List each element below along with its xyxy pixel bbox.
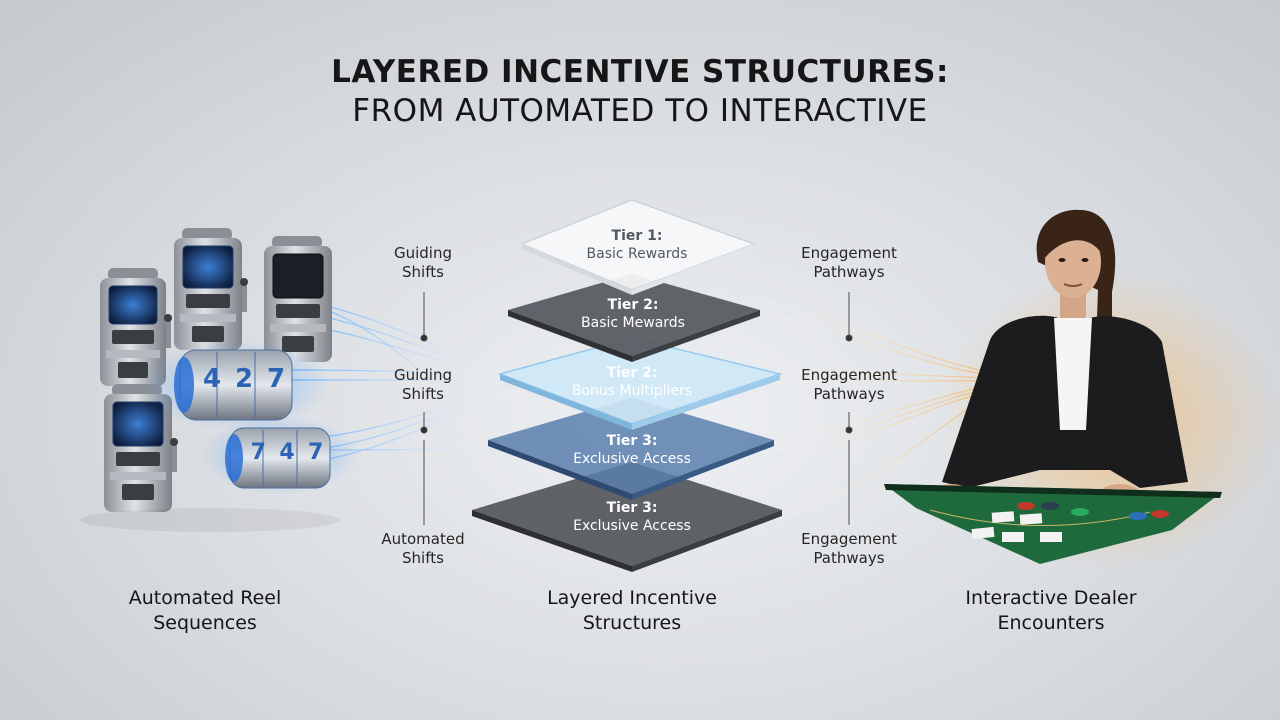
reel-digit: 7 [250,440,266,465]
reel-cylinder-lower [225,427,331,489]
section-label-right: Interactive Dealer Encounters [921,586,1181,636]
card-table [884,484,1222,564]
tier-description: Exclusive Access [573,451,691,467]
section-label-line: Sequences [153,612,257,634]
tier-label-4: Tier 3: Exclusive Access [532,432,732,468]
tier-heading: Tier 3: [606,433,658,449]
tier-layer-2 [508,274,760,362]
reel-digit: 4 [279,440,295,465]
reel-lower-digits: 7 4 7 [244,440,330,476]
tier-layer-1 [520,199,756,295]
flow-label-line: Shifts [402,549,444,567]
page-subtitle: FROM AUTOMATED TO INTERACTIVE [352,93,928,129]
flow-label-line: Shifts [402,385,444,403]
flow-label-left-2: Guiding Shifts [353,366,493,404]
tier-description: Bonus Multipliers [571,383,693,399]
section-label-line: Encounters [997,612,1105,634]
section-label-line: Automated Reel [128,587,282,609]
tier-layer-5 [472,462,782,572]
flow-label-line: Pathways [813,263,885,281]
flow-label-line: Engagement [801,244,897,262]
flow-label-left-1: Guiding Shifts [353,244,493,282]
reel-upper-digits: 4 2 7 [196,364,292,404]
reel-digit: 7 [307,440,324,465]
tier-label-2: Tier 2: Basic Mewards [533,296,733,332]
flow-label-left-3: Automated Shifts [353,530,493,568]
tier-heading: Tier 2: [606,365,658,381]
section-label-line: Interactive Dealer [965,587,1137,609]
flow-label-line: Shifts [402,263,444,281]
section-label-center: Layered Incentive Structures [502,586,762,636]
tier-heading: Tier 1: [611,228,663,244]
flow-label-right-1: Engagement Pathways [779,244,919,282]
reel-digit: 4 [202,364,222,394]
slot-machine [264,236,332,362]
flow-label-line: Pathways [813,385,885,403]
tier-heading: Tier 3: [606,500,658,516]
flow-connectors [420,292,853,525]
reel-cylinder-upper [174,349,293,421]
tier-layer-3 [497,337,783,430]
flow-label-right-3: Engagement Pathways [779,530,919,568]
tier-label-5: Tier 3: Exclusive Access [532,499,732,535]
tier-label-1: Tier 1: Basic Rewards [537,227,737,263]
flow-label-line: Pathways [813,549,885,567]
tier-label-3: Tier 2: Bonus Multipliers [532,364,732,400]
flow-label-line: Guiding [393,366,452,384]
section-label-line: Structures [582,612,682,634]
flow-label-line: Engagement [801,530,897,548]
flow-label-line: Automated [381,530,465,548]
slot-machine [104,384,178,512]
tier-heading: Tier 2: [607,297,659,313]
tier-layer-4 [488,398,774,500]
dealer-figure [934,209,1188,504]
tier-description: Basic Mewards [581,315,685,331]
section-label-left: Automated Reel Sequences [75,586,335,636]
slot-machine [174,228,248,350]
tier-description: Exclusive Access [573,518,691,534]
reel-digit: 7 [266,364,286,394]
tier-description: Basic Rewards [586,246,688,262]
slot-machine [100,268,172,386]
flow-label-line: Guiding [393,244,452,262]
section-label-line: Layered Incentive [547,587,717,609]
page-title: LAYERED INCENTIVE STRUCTURES: [331,54,949,90]
flow-label-line: Engagement [801,366,897,384]
reel-digit: 2 [234,364,254,394]
flow-label-right-2: Engagement Pathways [779,366,919,404]
